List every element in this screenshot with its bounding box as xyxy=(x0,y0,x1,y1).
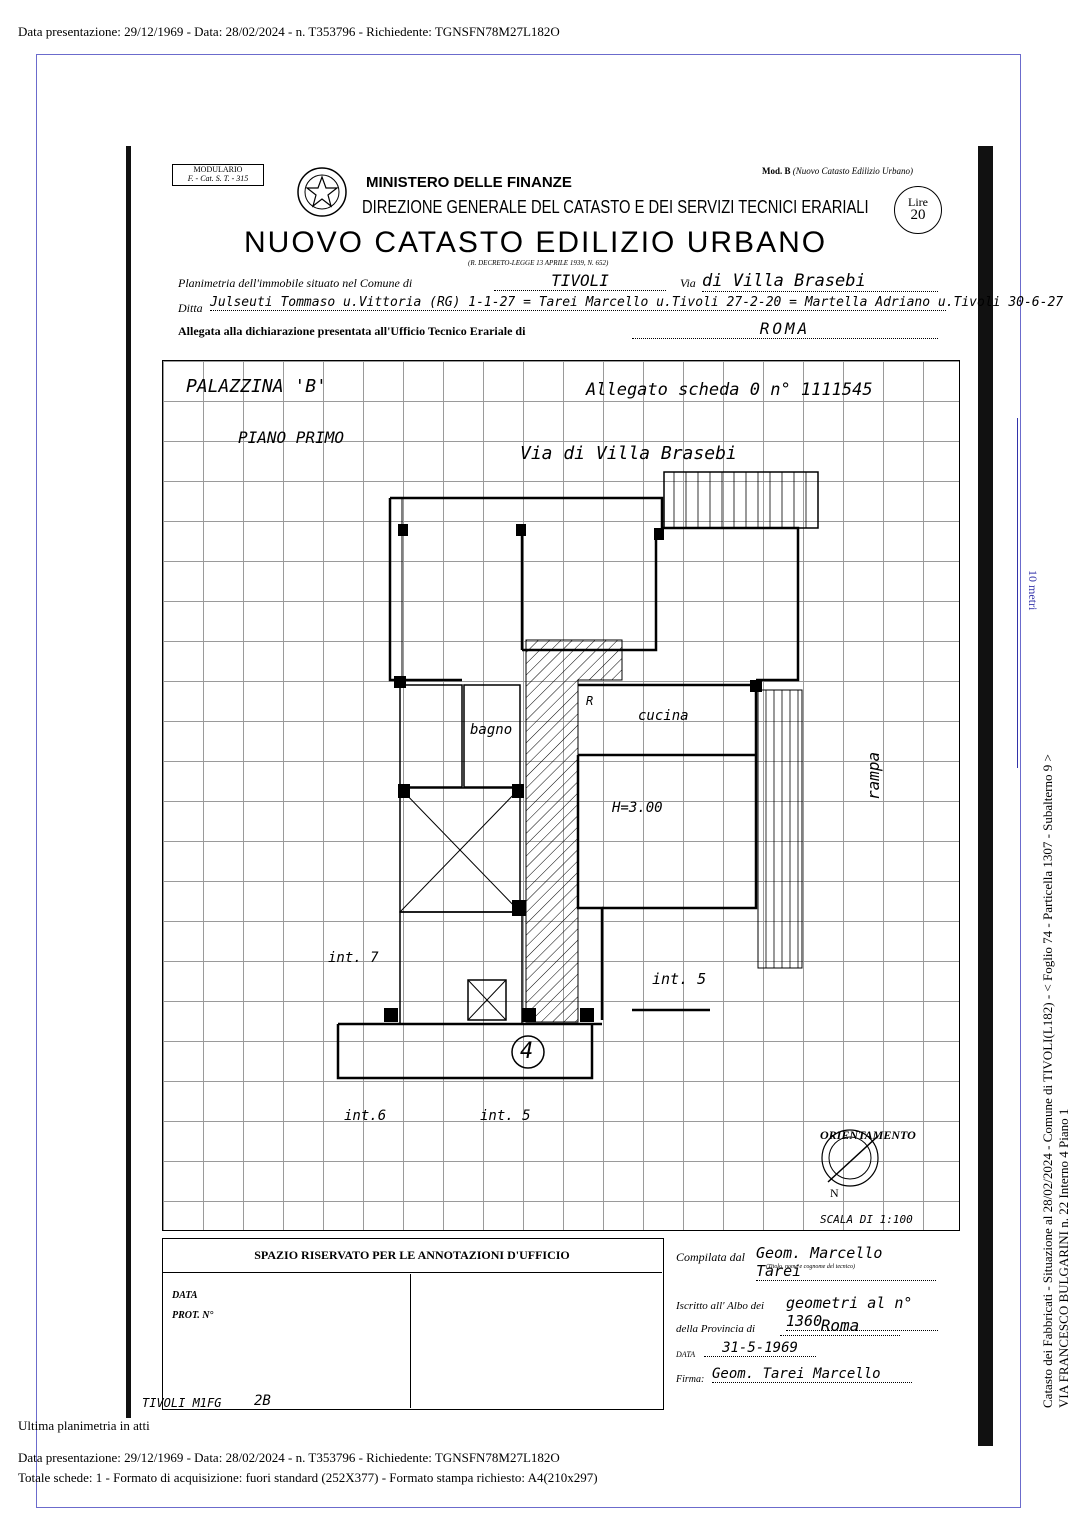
modulario-line1: MODULARIO xyxy=(193,165,243,174)
mod-b-prefix: Mod. B xyxy=(762,166,791,176)
ditta-value: Julseuti Tommaso u.Vittoria (RG) 1-1-27 … xyxy=(210,295,1064,311)
ultima-planimetria-text: Ultima planimetria in atti xyxy=(18,1418,150,1433)
albo-value: geometri al n° 1360 xyxy=(786,1294,938,1331)
side-address-text: VIA FRANCESCO BULGARINI n. 22 Interno 4 … xyxy=(1056,1108,1071,1408)
height-label: H=3.00 xyxy=(612,800,663,816)
street-label: Via di Villa Brasebi xyxy=(520,443,737,464)
int5-bottom-label: int. 5 xyxy=(480,1108,531,1124)
lire-stamp: Lire 20 xyxy=(894,186,942,234)
floor-label: PIANO PRIMO xyxy=(238,428,344,447)
firma-value: Geom. Tarei Marcello xyxy=(712,1366,912,1383)
via-label: Via xyxy=(680,276,696,290)
allegato-label: Allegato scheda 0 n° 1111545 xyxy=(586,380,873,400)
decree-text: (R. DECRETO-LEGGE 13 APRILE 1939, N. 652… xyxy=(468,259,609,267)
provincia-value: Roma xyxy=(780,1316,900,1336)
sheet-edge-left xyxy=(126,146,131,1418)
header-top-text: Data presentazione: 29/12/1969 - Data: 2… xyxy=(18,24,560,39)
compilata-label: Compilata dal xyxy=(676,1250,746,1264)
comune-label: Planimetria dell'immobile situato nel Co… xyxy=(178,276,413,290)
scale-bar-line xyxy=(1017,418,1018,768)
north-label: N xyxy=(830,1186,839,1200)
side-cadastre-text: Catasto dei Fabbricati - Situazione al 2… xyxy=(1040,754,1055,1408)
annotations-divider xyxy=(410,1274,411,1408)
annotations-title: SPAZIO RISERVATO PER LE ANNOTAZIONI D'UF… xyxy=(162,1238,662,1273)
orientamento-label: ORIENTAMENTO xyxy=(820,1128,916,1142)
albo-label: Iscritto all' Albo dei xyxy=(676,1300,765,1312)
modulario-box: MODULARIO F. - Cat. S. T. - 315 xyxy=(172,164,264,186)
ditta-label: Ditta xyxy=(178,301,203,315)
annotations-data-label: DATA xyxy=(172,1290,198,1301)
allegata-label: Allegata alla dichiarazione presentata a… xyxy=(178,324,526,338)
footer-line-2: Totale schede: 1 - Formato di acquisizio… xyxy=(18,1470,598,1485)
mod-b-rest: (Nuovo Catasto Edilizio Urbano) xyxy=(792,166,914,176)
ministry-title: MINISTERO DELLE FINANZE xyxy=(366,174,572,191)
annotations-prot-label: PROT. N° xyxy=(172,1310,214,1321)
comune-value: TIVOLI xyxy=(494,271,666,291)
page-frame xyxy=(36,54,1021,1508)
scale-label: SCALA DI 1:100 xyxy=(820,1213,913,1226)
floor-plan-drawing xyxy=(336,471,879,1187)
compiler-data-value: 31-5-1969 xyxy=(704,1340,816,1357)
provincia-label: della Provincia di xyxy=(676,1323,756,1335)
unit-number: 4 xyxy=(520,1039,534,1064)
firma-label: Firma: xyxy=(676,1374,705,1385)
lire-label: Lire xyxy=(908,195,928,209)
compilata-note: (Titolo, nome e cognome del tecnico) xyxy=(766,1264,855,1270)
modulario-line2: F. - Cat. S. T. - 315 xyxy=(187,174,249,183)
stamp-text: TIVOLI M1FG xyxy=(142,1396,222,1410)
r-label: R xyxy=(586,694,594,708)
direction-title: DIREZIONE GENERALE DEL CATASTO E DEI SER… xyxy=(362,197,869,217)
int7-label: int. 7 xyxy=(328,950,379,966)
sheet-edge-right xyxy=(978,146,993,1446)
compilata-value: Geom. Marcello Tarei xyxy=(756,1244,936,1281)
office-annotations-box xyxy=(162,1238,664,1410)
cucina-label: cucina xyxy=(638,708,689,724)
int6-label: int.6 xyxy=(344,1108,387,1124)
footer-line-1: Data presentazione: 29/12/1969 - Data: 2… xyxy=(18,1450,560,1465)
stamp-code: 2B xyxy=(254,1393,271,1409)
rampa-label: rampa xyxy=(864,751,883,800)
mod-b-label: Mod. B (Nuovo Catasto Edilizio Urbano) xyxy=(762,166,913,176)
int5-right-label: int. 5 xyxy=(652,970,707,988)
via-value: di Villa Brasebi xyxy=(702,271,938,292)
state-emblem-icon xyxy=(297,167,347,217)
scale-bar-label: 10 metri xyxy=(1026,570,1040,611)
bagno-label: bagno xyxy=(470,722,513,738)
allegata-value: ROMA xyxy=(632,319,938,339)
document-title: NUOVO CATASTO EDILIZIO URBANO xyxy=(244,226,828,259)
compiler-data-label: DATA xyxy=(676,1350,696,1359)
lire-value: 20 xyxy=(910,207,926,223)
building-label: PALAZZINA 'B' xyxy=(186,376,327,397)
